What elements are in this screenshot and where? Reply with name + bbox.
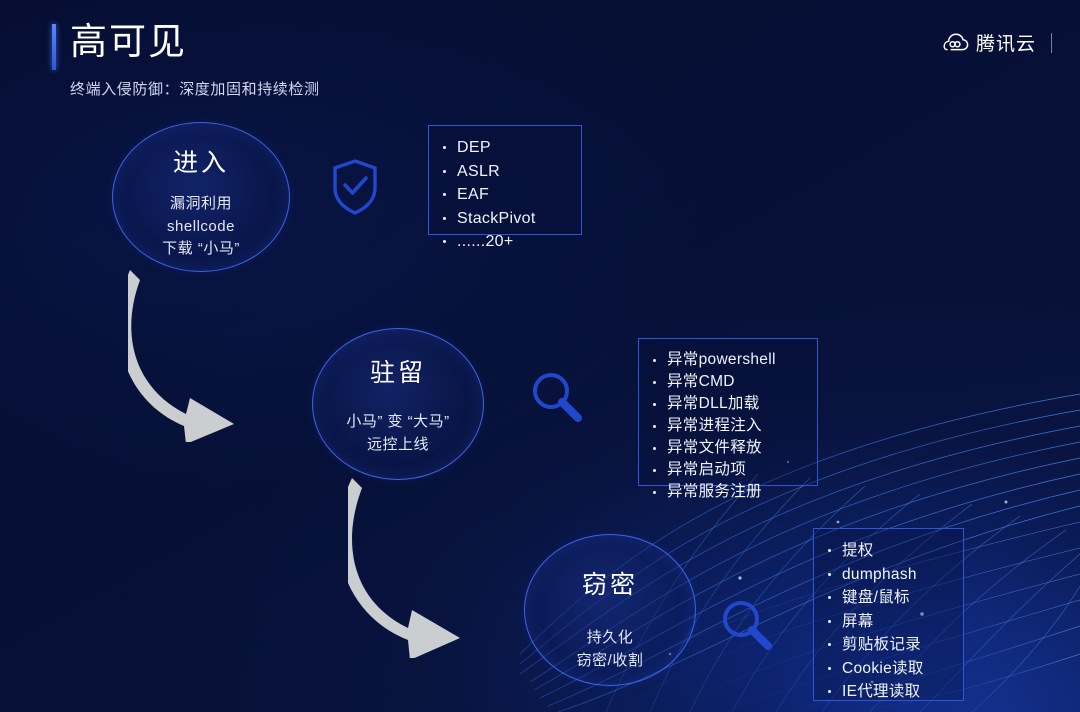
brand-name: 腾讯云 bbox=[975, 34, 1036, 55]
detail-list-persistence: 异常powershell 异常CMD 异常DLL加载 异常进程注入 异常文件释放… bbox=[651, 349, 803, 503]
stage-circle-entry[interactable]: 进入 漏洞利用 shellcode 下载 “小马” bbox=[112, 122, 290, 272]
stage-description-persistence: 小马” 变 “大马” 远控上线 bbox=[346, 413, 450, 453]
list-item: StackPivot bbox=[441, 207, 567, 231]
list-item: Cookie读取 bbox=[826, 657, 949, 681]
list-item: IE代理读取 bbox=[826, 680, 949, 704]
list-item: dumphash bbox=[826, 563, 949, 587]
stage-name-entry: 进入 bbox=[172, 149, 229, 177]
list-item: 异常进程注入 bbox=[651, 415, 803, 437]
list-item: ASLR bbox=[441, 160, 567, 184]
detail-box-entry: DEP ASLR EAF StackPivot ......20+ bbox=[428, 125, 582, 250]
list-item: 键盘/鼠标 bbox=[826, 586, 949, 610]
list-item: 异常服务注册 bbox=[651, 481, 803, 503]
stage-circle-exfiltration[interactable]: 窃密 持久化 窃密/收割 bbox=[524, 534, 696, 686]
list-item: 异常启动项 bbox=[651, 459, 803, 481]
stage-description-exfiltration: 持久化 窃密/收割 bbox=[576, 629, 644, 669]
list-item: ......20+ bbox=[441, 230, 567, 254]
brand-logo: 腾讯云 bbox=[943, 29, 1052, 56]
stage-name-exfiltration: 窃密 bbox=[581, 571, 638, 599]
detail-list-entry: DEP ASLR EAF StackPivot ......20+ bbox=[441, 136, 567, 254]
search-icon bbox=[718, 596, 776, 659]
brand-divider bbox=[1051, 32, 1052, 53]
arrow-entry-to-persistence bbox=[128, 270, 234, 442]
detail-box-persistence: 异常powershell 异常CMD 异常DLL加载 异常进程注入 异常文件释放… bbox=[638, 338, 818, 500]
page-title: 高可见 bbox=[70, 21, 187, 62]
search-icon bbox=[528, 368, 586, 431]
list-item: 异常文件释放 bbox=[651, 437, 803, 459]
list-item: 提权 bbox=[826, 539, 949, 563]
list-item: EAF bbox=[441, 183, 567, 207]
list-item: DEP bbox=[441, 136, 567, 160]
stage-description-entry: 漏洞利用 shellcode 下载 “小马” bbox=[162, 195, 240, 257]
detail-box-exfiltration: 提权 dumphash 键盘/鼠标 屏幕 剪贴板记录 Cookie读取 IE代理… bbox=[813, 528, 964, 701]
stage-circle-persistence[interactable]: 驻留 小马” 变 “大马” 远控上线 bbox=[312, 328, 484, 480]
shield-check-icon bbox=[330, 158, 380, 221]
cloud-icon bbox=[943, 33, 969, 50]
title-accent-bar bbox=[52, 24, 56, 70]
stage-name-persistence: 驻留 bbox=[369, 359, 426, 387]
detail-list-exfiltration: 提权 dumphash 键盘/鼠标 屏幕 剪贴板记录 Cookie读取 IE代理… bbox=[826, 539, 949, 704]
list-item: 异常DLL加载 bbox=[651, 393, 803, 415]
list-item: 屏幕 bbox=[826, 610, 949, 634]
list-item: 异常powershell bbox=[651, 349, 803, 371]
list-item: 剪贴板记录 bbox=[826, 633, 949, 657]
list-item: 异常CMD bbox=[651, 371, 803, 393]
page-subtitle: 终端入侵防御：深度加固和持续检测 bbox=[70, 81, 320, 98]
arrow-persistence-to-exfiltration bbox=[348, 478, 460, 658]
